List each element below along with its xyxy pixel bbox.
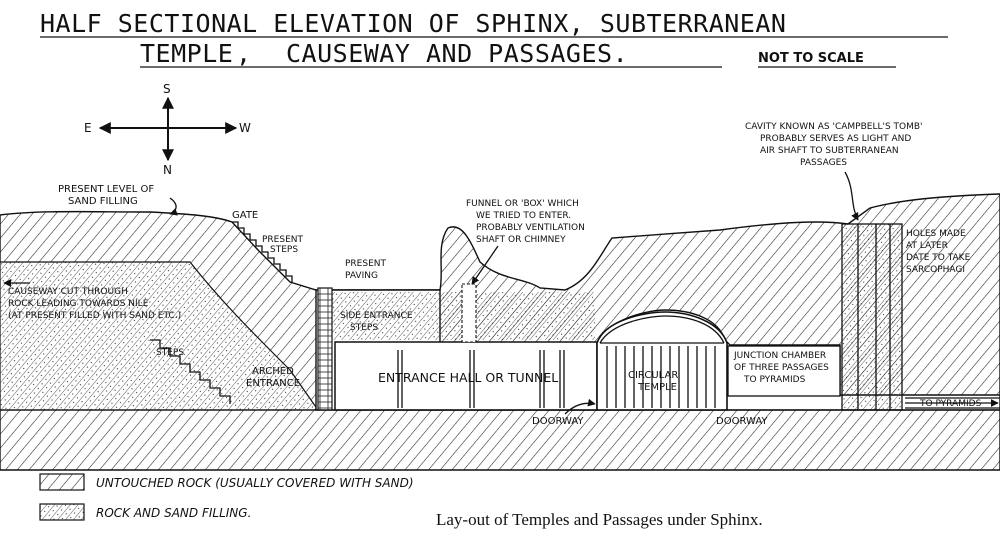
to-pyramids-label: TO PYRAMIDS — [919, 399, 982, 409]
junction-chamber — [727, 345, 841, 397]
annotations: PRESENT LEVEL OF SAND FILLING GATE PRESE… — [3, 122, 999, 427]
legend-sand-swatch — [39, 503, 85, 521]
side-entrance-label-2: STEPS — [350, 323, 378, 333]
holes-label-2: AT LATER — [906, 241, 948, 251]
figure-caption: Lay-out of Temples and Passages under Sp… — [436, 510, 763, 529]
funnel-label-4: SHAFT OR CHIMNEY — [476, 235, 566, 245]
funnel-label-3: PROBABLY VENTILATION — [476, 223, 585, 233]
present-steps-label-1: PRESENT — [262, 235, 303, 245]
compass-rose: S N E W — [84, 82, 251, 177]
funnel-label-1: FUNNEL OR 'BOX' WHICH — [466, 199, 579, 209]
causeway-steps — [150, 339, 231, 404]
present-level-label-2: SAND FILLING — [68, 196, 138, 207]
side-entrance-label-1: SIDE ENTRANCE — [340, 311, 413, 321]
cavity-label-4: PASSAGES — [800, 158, 847, 168]
not-to-scale-note: NOT TO SCALE — [758, 51, 864, 66]
steps-label: STEPS — [156, 348, 184, 358]
cavity-label-2: PROBABLY SERVES AS LIGHT AND — [760, 134, 911, 144]
causeway-label-2: ROCK LEADING TOWARDS NILE — [8, 299, 149, 309]
funnel-label-2: WE TRIED TO ENTER. — [476, 211, 571, 221]
legend-rock-swatch — [39, 473, 85, 491]
entrance-hall-label: ENTRANCE HALL OR TUNNEL — [378, 370, 558, 385]
hall-pillars — [397, 350, 565, 408]
holes-label-1: HOLES MADE — [906, 229, 966, 239]
junction-label-1: JUNCTION CHAMBER — [733, 351, 826, 361]
present-steps-label-2: STEPS — [270, 245, 298, 255]
compass-north: N — [163, 163, 172, 177]
doorway-label-1: DOORWAY — [532, 416, 584, 427]
brick-wall — [317, 287, 333, 411]
title-line-2a: TEMPLE — [140, 39, 233, 68]
circular-temple — [596, 311, 728, 411]
funnel-chimney — [461, 283, 477, 343]
compass-east: E — [84, 121, 92, 135]
present-paving-label-2: PAVING — [345, 271, 378, 281]
holes-label-3: DATE TO TAKE — [906, 253, 971, 263]
title-block: HALF SECTIONAL ELEVATION OF SPHINX, SUBT… — [40, 9, 948, 68]
arched-entrance-label-2: ENTRANCE — [246, 378, 300, 389]
circular-temple-label-1: CIRCULAR — [628, 370, 678, 381]
compass-west: W — [239, 121, 251, 135]
legend-untouched-rock: UNTOUCHED ROCK (USUALLY COVERED WITH SAN… — [96, 476, 414, 490]
title-line-1: HALF SECTIONAL ELEVATION OF SPHINX, SUBT… — [40, 9, 786, 38]
causeway-label-1: CAUSEWAY CUT THROUGH — [8, 287, 128, 297]
present-level-label-1: PRESENT LEVEL OF — [58, 184, 154, 195]
causeway-label-3: (AT PRESENT FILLED WITH SAND ETC.) — [8, 311, 181, 321]
holes-label-4: SARCOPHAGI — [906, 265, 965, 275]
campbells-tomb-shaft — [841, 223, 903, 411]
cavity-label-1: CAVITY KNOWN AS 'CAMPBELL'S TOMB' — [745, 122, 923, 132]
present-steps — [232, 221, 293, 282]
title-line-2b: CAUSEWAY AND PASSAGES. — [286, 39, 628, 68]
sphinx-body-filling — [316, 292, 595, 340]
gate-label: GATE — [232, 210, 258, 221]
circular-temple-label-2: TEMPLE — [637, 382, 677, 393]
arched-entrance-label-1: ARCHED — [252, 366, 294, 377]
junction-label-2: OF THREE PASSAGES — [734, 363, 829, 373]
legend: UNTOUCHED ROCK (USUALLY COVERED WITH SAN… — [39, 473, 414, 521]
doorway-label-2: DOORWAY — [716, 416, 768, 427]
svg-text:,: , — [236, 39, 252, 68]
compass-south: S — [163, 82, 171, 96]
cavity-label-3: AIR SHAFT TO SUBTERRANEAN — [760, 146, 899, 156]
legend-rock-sand: ROCK AND SAND FILLING. — [96, 506, 251, 520]
present-paving-label-1: PRESENT — [345, 259, 386, 269]
junction-label-3: TO PYRAMIDS — [743, 375, 806, 385]
